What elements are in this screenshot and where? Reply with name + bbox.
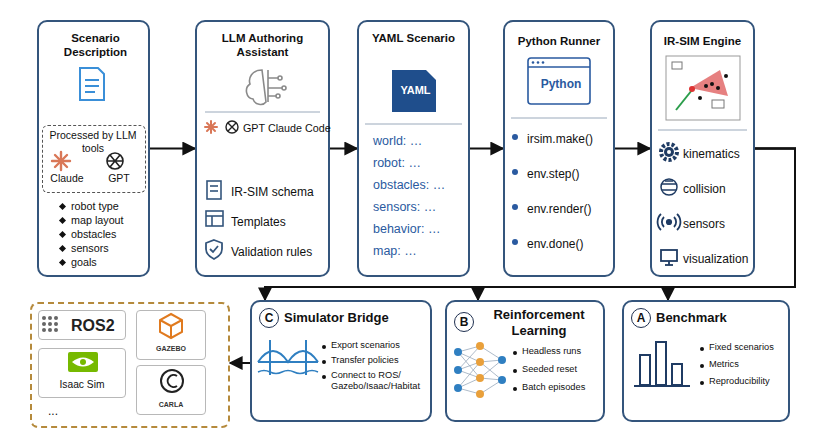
logo-text: Isaac Sim — [39, 379, 125, 391]
window-label: Python — [530, 77, 592, 91]
flow-arrow — [265, 149, 795, 301]
panel-title: IR-SIM Engine — [652, 35, 753, 49]
gazebo-logo-box: GAZEBO — [136, 310, 206, 360]
process-panel: YAML ScenarioYAML world: … robot: … obstacl… — [357, 20, 470, 277]
bullet-dots — [512, 134, 518, 245]
flow-arrow — [478, 149, 795, 301]
panel-title: YAML Scenario — [359, 32, 468, 46]
bullet-item: Batch episodes — [513, 382, 610, 393]
feature-item: kinematics — [683, 147, 740, 161]
bridge-icon — [258, 340, 318, 375]
callout-letter: B — [454, 312, 474, 332]
bullet-item: Headless runs — [513, 346, 610, 357]
brain-icon — [246, 70, 286, 104]
output-panel: BReinforcement LearningHeadless runsSeed… — [445, 300, 605, 422]
gpt-logo — [107, 153, 123, 169]
flow-arrow — [150, 148, 195, 150]
irsim-map-thumbnail — [666, 56, 740, 120]
yaml-key: obstacles: … — [373, 178, 445, 193]
output-panel: ABenchmarkFixed scenariosMetricsReproduc… — [622, 300, 790, 422]
logo-text: ROS2 — [71, 316, 115, 335]
flow-arrow — [230, 362, 250, 364]
api-call: env.done() — [527, 237, 583, 251]
bullet-item: sensors — [59, 242, 161, 255]
bullet-item: Fixed scenarios — [700, 342, 795, 353]
small-claude-logo — [205, 121, 217, 133]
ellipsis: ... — [48, 404, 58, 418]
api-call: env.render() — [527, 202, 591, 216]
isaac-logo-box: Isaac Sim — [38, 348, 126, 398]
feature-item: Validation rules — [231, 245, 327, 259]
model-names: GPT Claude Code — [243, 122, 325, 135]
shield-icon — [206, 240, 222, 259]
logo-text: GAZEBO — [137, 345, 205, 353]
yaml-key: behavior: … — [373, 222, 440, 237]
file-label: YAML — [392, 84, 439, 97]
logo-label: Claude — [45, 172, 89, 185]
output-panel: CSimulator BridgeExport scenariosTransfe… — [250, 300, 432, 422]
document-icon — [80, 68, 104, 100]
bullet-item: map layout — [59, 214, 161, 227]
sensor-icon — [658, 214, 681, 230]
flow-arrow — [470, 148, 503, 150]
bullet-item: robot type — [59, 200, 161, 213]
collision-icon — [661, 179, 677, 195]
neural-net-icon — [454, 342, 506, 398]
bullet-item: goals — [59, 256, 161, 269]
feature-item: sensors — [683, 217, 725, 231]
bar-chart-icon — [634, 342, 690, 386]
panel-title: Reinforcement Learning — [479, 307, 599, 338]
process-panel: LLM Authoring AssistantGPT Claude CodeIR… — [195, 20, 330, 277]
feature-item: visualization — [683, 252, 748, 266]
ros-dots — [42, 316, 58, 332]
panel-title: Simulator Bridge — [284, 310, 389, 326]
callout-letter: A — [631, 308, 651, 328]
yaml-key: world: … — [373, 134, 422, 149]
flow-arrow — [615, 148, 650, 150]
bullet-item: Reproducibility — [700, 376, 795, 387]
gazebo-logo — [160, 314, 182, 338]
flow-arrow — [668, 149, 795, 301]
api-call: irsim.make() — [527, 132, 593, 146]
bullet-item: Transfer policies — [322, 355, 437, 366]
flow-arrow — [330, 148, 357, 150]
monitor-icon — [661, 250, 677, 265]
feature-item: Templates — [231, 215, 327, 229]
tools-caption: Processed by LLM tools — [43, 129, 143, 154]
bullet-item: Seeded reset — [513, 364, 610, 375]
feature-item: collision — [683, 182, 726, 196]
yaml-key: robot: … — [373, 156, 421, 171]
input-panel: Scenario Descriptionrobot typemap layout… — [37, 20, 150, 277]
process-panel: Python RunnerPython irsim.make() env.step(… — [503, 20, 615, 277]
bullet-item: obstacles — [59, 228, 161, 241]
claude-logo — [52, 152, 70, 170]
carla-logo — [161, 370, 183, 392]
panel-title: Benchmark — [656, 310, 727, 326]
callout-letter: C — [259, 308, 279, 328]
process-panel: IR-SIM Engine kinematics collision sensors v… — [650, 20, 755, 277]
logo-label: GPT — [97, 172, 141, 185]
bullet-item: Connect to ROS/ Gazebo/Isaac/Habitat — [322, 370, 437, 392]
feature-item: IR-SIM schema — [231, 185, 327, 199]
api-call: env.step() — [527, 167, 579, 181]
schema-icon — [207, 181, 221, 199]
carla-logo-box: CARLA — [136, 365, 206, 415]
gear-icon — [661, 144, 677, 160]
isaac-logo — [68, 352, 98, 372]
panel-title: Scenario Description — [39, 32, 152, 60]
tools-box: Processed by LLM toolsClaude GPT — [42, 125, 146, 193]
logo-text: CARLA — [137, 401, 205, 409]
yaml-key: sensors: … — [373, 200, 436, 215]
simulator-group: ... ROS2GAZEBO Isaac SimCARLA — [30, 302, 230, 428]
panel-title: LLM Authoring Assistant — [197, 32, 328, 60]
small-gpt-logo — [226, 121, 238, 133]
ros2-logo-box: ROS2 — [38, 310, 126, 340]
template-icon — [206, 211, 223, 226]
yaml-key: map: … — [373, 244, 417, 259]
panel-title: Python Runner — [505, 35, 613, 49]
bullet-item: Export scenarios — [322, 340, 437, 351]
bullet-item: Metrics — [700, 359, 795, 370]
